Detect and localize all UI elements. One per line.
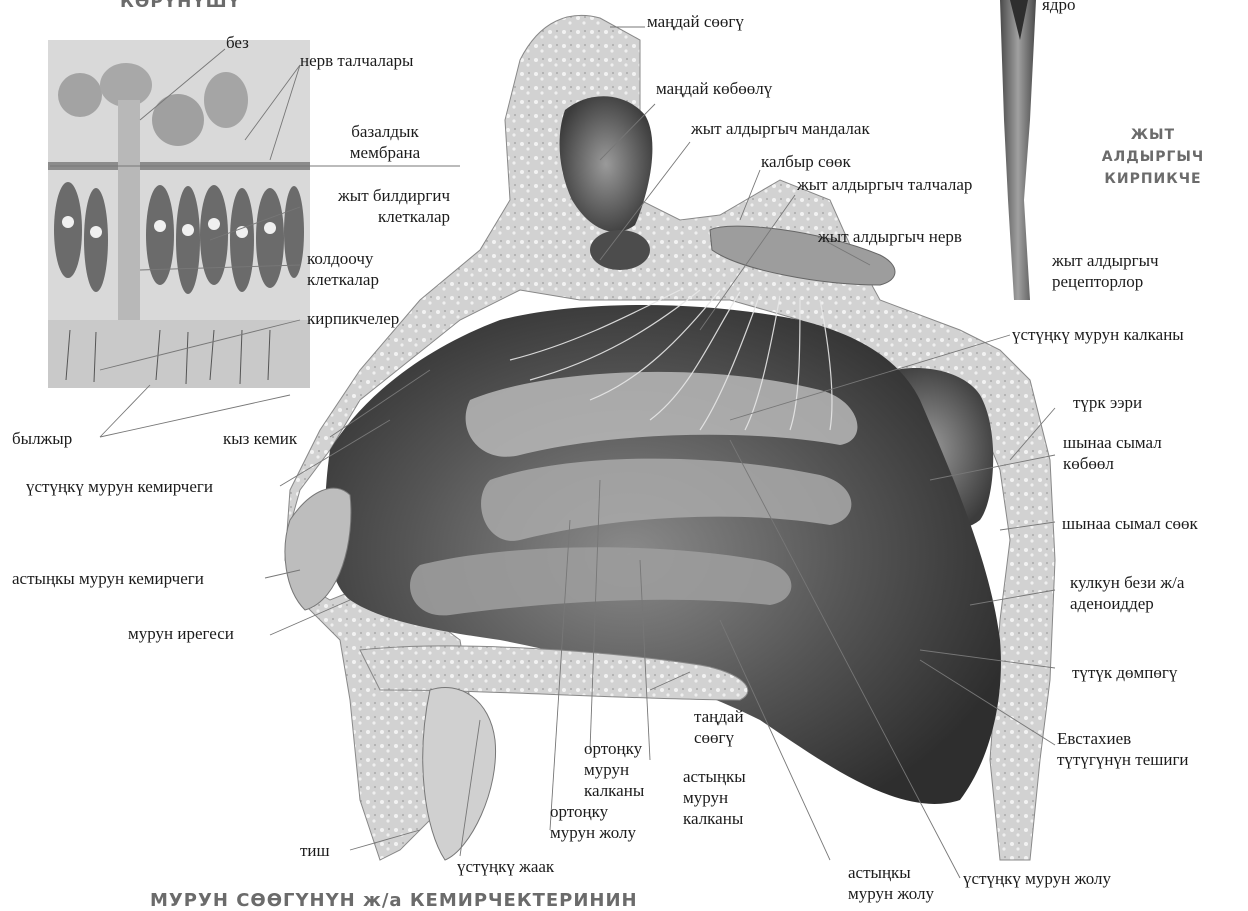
bottom-heading-fragment: МУРУН СӨӨГҮНҮН ж/а КЕМИРЧЕКТЕРИНИН bbox=[150, 890, 638, 911]
label-middle-meatus-line2: мурун жолу bbox=[550, 822, 636, 843]
label-eustachian-opening: Евстахиев түтүгүнүн тешиги bbox=[1057, 728, 1189, 770]
label-supporting-cells-line2: клеткалар bbox=[307, 269, 379, 290]
label-tooth: тиш bbox=[300, 840, 330, 861]
label-olfactory-cells-line2: клеткалар bbox=[280, 206, 450, 227]
receptor-heading-line2: КИРПИКЧЕ bbox=[1078, 168, 1228, 190]
label-superior-meatus: үстүңкү мурун жолу bbox=[963, 868, 1111, 889]
epithelium-inset bbox=[48, 40, 310, 388]
label-cilia: кирпикчелер bbox=[307, 308, 399, 329]
label-basal-membrane: базалдык мембрана bbox=[325, 121, 445, 163]
receptor-heading-line1: ЖЫТ АЛДЫРГЫЧ bbox=[1078, 124, 1228, 168]
label-palatine-bone: таңдай сөөгү bbox=[694, 706, 744, 748]
label-basal-membrane-line2: мембрана bbox=[325, 142, 445, 163]
label-supporting-cells: колдоочу клеткалар bbox=[307, 248, 379, 290]
label-nostril: мурун ирегеси bbox=[128, 623, 234, 644]
label-maxilla: үстүңкү жаак bbox=[457, 856, 554, 877]
label-sphenoid-bone: шынаа сымал сөөк bbox=[1062, 513, 1198, 534]
label-frontal-bone: маңдай сөөгү bbox=[647, 11, 744, 32]
label-nerve-fibers: нерв талчалары bbox=[300, 50, 413, 71]
label-receptors-line1: жыт алдыргыч bbox=[1052, 250, 1159, 271]
label-middle-meatus-line1: ортоңку bbox=[550, 801, 636, 822]
label-palatine-bone-line2: сөөгү bbox=[694, 727, 744, 748]
inset-heading-fragment: КӨРҮНҮШҮ bbox=[120, 0, 241, 12]
olfactory-receptor-cell-illustration bbox=[1000, 0, 1036, 300]
label-olfactory-fibers: жыт алдыргыч талчалар bbox=[797, 174, 972, 195]
label-middle-turbinate-line2: мурун bbox=[584, 759, 644, 780]
label-nucleus: ядро bbox=[1042, 0, 1075, 15]
label-sphenoid-sinus-line1: шынаа сымал bbox=[1063, 432, 1162, 453]
label-middle-turbinate: ортоңку мурун калканы bbox=[584, 738, 644, 801]
label-olfactory-cells: жыт билдиргич клеткалар bbox=[280, 185, 450, 227]
label-olfactory-bulb: жыт алдыргыч мандалак bbox=[691, 118, 870, 139]
label-inferior-turbinate-line3: калканы bbox=[683, 808, 746, 829]
label-sella-turcica: түрк ээри bbox=[1073, 392, 1142, 413]
label-palatine-bone-line1: таңдай bbox=[694, 706, 744, 727]
label-septum: кыз кемик bbox=[223, 428, 297, 449]
label-receptors: жыт алдыргыч рецепторлор bbox=[1052, 250, 1159, 292]
label-mucus: былжыр bbox=[12, 428, 72, 449]
label-pharyngeal-tonsil-line1: кулкун бези ж/а bbox=[1070, 572, 1184, 593]
label-torus-tubarius: түтүк дөмпөгү bbox=[1072, 662, 1177, 683]
label-olfactory-nerve: жыт алдыргыч нерв bbox=[818, 226, 962, 247]
label-inferior-meatus: астыңкы мурун жолу bbox=[848, 862, 934, 904]
label-inferior-turbinate: астыңкы мурун калканы bbox=[683, 766, 746, 829]
label-sphenoid-sinus: шынаа сымал көбөөл bbox=[1063, 432, 1162, 474]
label-basal-membrane-line1: базалдык bbox=[325, 121, 445, 142]
label-olfactory-cells-line1: жыт билдиргич bbox=[280, 185, 450, 206]
label-middle-turbinate-line3: калканы bbox=[584, 780, 644, 801]
label-pharyngeal-tonsil: кулкун бези ж/а аденоиддер bbox=[1070, 572, 1184, 614]
label-eustachian-opening-line1: Евстахиев bbox=[1057, 728, 1189, 749]
label-supporting-cells-line1: колдоочу bbox=[307, 248, 379, 269]
label-upper-nasal-cartilage: үстүңкү мурун кемирчеги bbox=[26, 476, 213, 497]
label-eustachian-opening-line2: түтүгүнүн тешиги bbox=[1057, 749, 1189, 770]
label-middle-meatus: ортоңку мурун жолу bbox=[550, 801, 636, 843]
label-gland: без bbox=[226, 32, 249, 53]
label-inferior-meatus-line2: мурун жолу bbox=[848, 883, 934, 904]
label-frontal-sinus: маңдай көбөөлү bbox=[656, 78, 772, 99]
label-middle-turbinate-line1: ортоңку bbox=[584, 738, 644, 759]
label-lower-nasal-cartilage: астыңкы мурун кемирчеги bbox=[12, 568, 204, 589]
label-pharyngeal-tonsil-line2: аденоиддер bbox=[1070, 593, 1184, 614]
label-ethmoid-bone: калбыр сөөк bbox=[761, 151, 851, 172]
label-inferior-meatus-line1: астыңкы bbox=[848, 862, 934, 883]
label-inferior-turbinate-line1: астыңкы bbox=[683, 766, 746, 787]
label-superior-turbinate: үстүңкү мурун калканы bbox=[1012, 324, 1184, 345]
label-sphenoid-sinus-line2: көбөөл bbox=[1063, 453, 1162, 474]
label-inferior-turbinate-line2: мурун bbox=[683, 787, 746, 808]
label-receptors-line2: рецепторлор bbox=[1052, 271, 1159, 292]
receptor-heading: ЖЫТ АЛДЫРГЫЧ КИРПИКЧЕ bbox=[1078, 124, 1228, 190]
